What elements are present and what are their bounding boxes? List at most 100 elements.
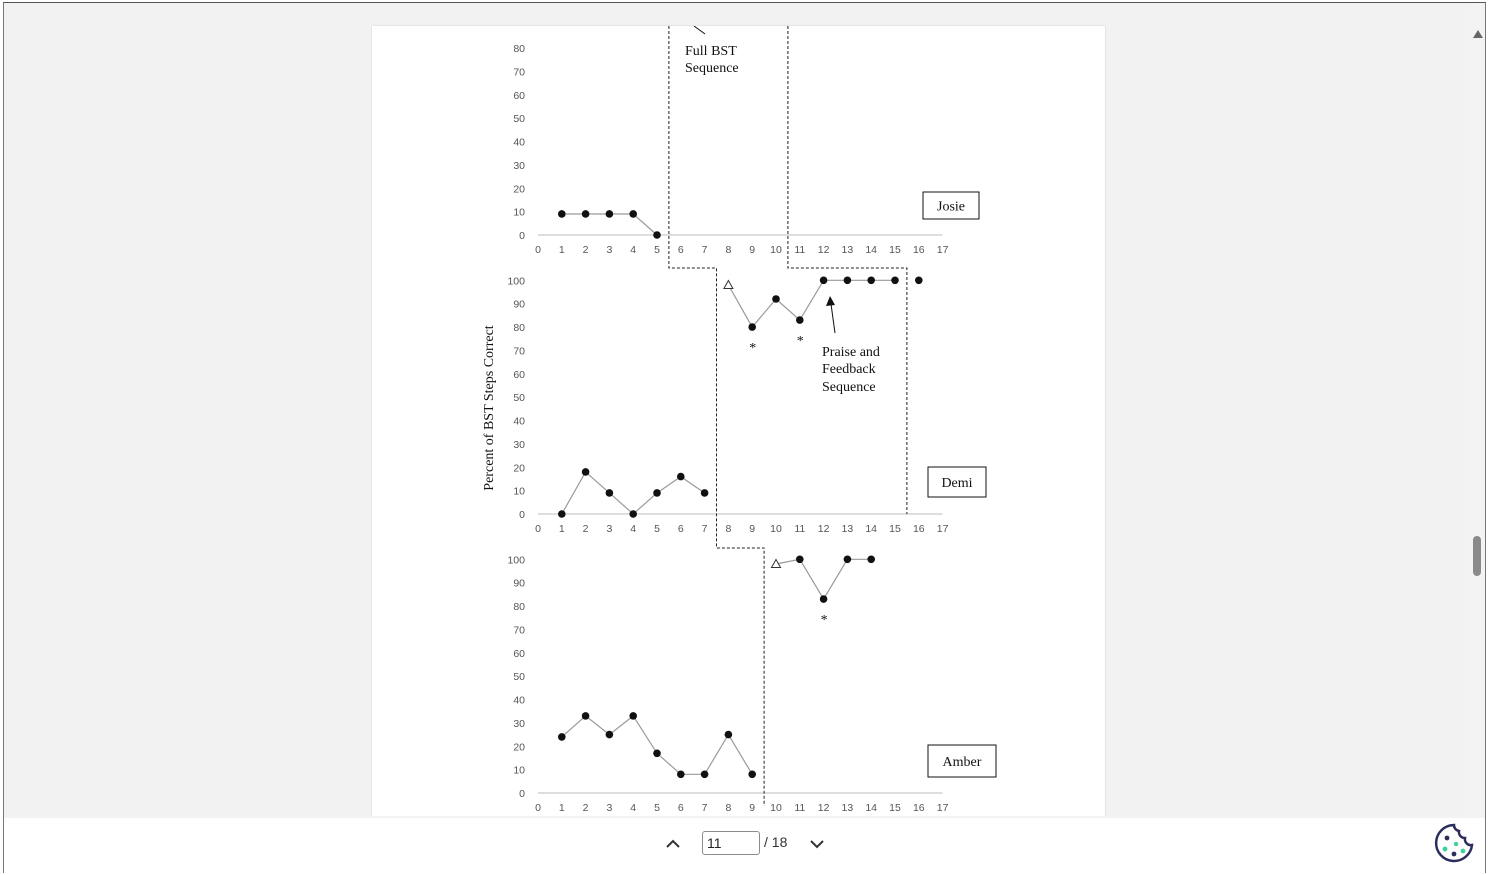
participant-label-box	[927, 466, 987, 498]
x-tick-label: 6	[678, 244, 684, 256]
x-tick-label: 0	[535, 244, 541, 256]
data-point	[581, 210, 590, 218]
x-tick-label: 14	[865, 802, 877, 814]
full-bst-arrow-stub	[693, 25, 706, 35]
full-bst-label-line2: Sequence	[685, 61, 739, 76]
x-tick-label: 2	[583, 244, 589, 256]
data-point	[915, 276, 923, 285]
data-point	[605, 489, 614, 497]
x-tick-label: 7	[702, 244, 708, 256]
x-tick-label: 1	[559, 802, 565, 814]
x-tick-label: 7	[702, 802, 708, 814]
data-point	[629, 712, 637, 720]
asterisk-annotation: *	[821, 613, 828, 628]
x-tick-label: 12	[818, 523, 830, 535]
scroll-up-arrow-icon[interactable]	[1473, 30, 1483, 38]
x-tick-label: 5	[654, 523, 660, 535]
previous-page-button[interactable]	[661, 832, 685, 856]
annotations: Full BST Sequence Praise and Feedback Se…	[482, 25, 880, 491]
y-tick-label: 70	[513, 66, 525, 78]
y-tick-label: 50	[513, 113, 525, 125]
x-tick-label: 10	[770, 802, 782, 814]
x-tick-label: 16	[913, 523, 925, 535]
y-tick-label: 20	[513, 462, 525, 474]
next-page-button[interactable]	[805, 832, 829, 856]
page-number-input[interactable]	[702, 831, 760, 855]
y-tick-label: 10	[513, 207, 525, 219]
data-point	[867, 276, 875, 285]
x-tick-label: 2	[583, 802, 589, 814]
x-tick-label: 15	[889, 244, 901, 256]
y-tick-label: 50	[513, 392, 525, 404]
x-tick-label: 13	[842, 523, 854, 535]
series-line-intervention	[727, 279, 895, 329]
data-point	[653, 489, 661, 497]
cookie-settings-button[interactable]	[1432, 821, 1476, 865]
vertical-scrollbar[interactable]	[1470, 26, 1486, 816]
asterisk-annotation: *	[797, 334, 804, 349]
y-tick-label: 10	[513, 765, 525, 777]
x-tick-label: 3	[606, 802, 612, 814]
data-point	[629, 210, 637, 218]
data-point	[605, 210, 614, 218]
x-tick-label: 16	[913, 802, 925, 814]
y-tick-label: 40	[513, 137, 525, 149]
data-point	[558, 210, 566, 218]
x-tick-label: 6	[678, 802, 684, 814]
x-tick-label: 1	[559, 244, 565, 256]
y-tick-label: 20	[513, 741, 525, 753]
page-total-label: / 18	[764, 834, 788, 850]
data-point	[891, 276, 899, 285]
data-point	[629, 510, 637, 518]
praise-feedback-label-line1: Praise and	[822, 345, 880, 360]
data-point-triangle	[723, 279, 734, 289]
y-tick-label: 0	[519, 230, 525, 242]
y-tick-label: 60	[513, 90, 525, 102]
data-point	[558, 510, 566, 518]
data-point	[772, 295, 780, 303]
data-point	[843, 276, 852, 285]
y-tick-label: 100	[507, 554, 525, 566]
participant-label: Demi	[941, 476, 972, 491]
x-tick-label: 12	[818, 802, 830, 814]
data-point	[748, 323, 756, 331]
x-tick-label: 0	[535, 523, 541, 535]
cookie-icon	[1434, 823, 1474, 863]
data-point	[653, 749, 661, 758]
asterisk-annotation: *	[749, 341, 756, 356]
data-point	[700, 770, 709, 779]
participant-label-box	[927, 744, 997, 778]
y-axis-title: Percent of BST Steps Correct	[482, 325, 497, 490]
x-tick-label: 6	[678, 523, 684, 535]
y-tick-label: 80	[513, 322, 525, 334]
x-tick-label: 16	[913, 244, 925, 256]
series-line-baseline	[561, 714, 753, 775]
y-tick-label: 50	[513, 671, 525, 683]
y-tick-label: 0	[519, 509, 525, 521]
data-point	[796, 555, 804, 564]
page-navigation-toolbar: / 18	[4, 818, 1485, 873]
x-tick-label: 14	[865, 523, 877, 535]
participant-label: Josie	[937, 200, 965, 215]
x-tick-label: 9	[749, 802, 755, 814]
scroll-thumb[interactable]	[1473, 536, 1481, 576]
praise-feedback-label-line3: Sequence	[822, 380, 876, 395]
data-point	[677, 472, 685, 481]
y-tick-label: 80	[513, 43, 525, 55]
y-tick-label: 80	[513, 601, 525, 613]
y-tick-label: 10	[513, 486, 525, 498]
x-tick-label: 4	[630, 244, 636, 256]
data-point	[605, 730, 614, 739]
chevron-up-icon	[666, 839, 680, 848]
x-tick-label: 4	[630, 802, 636, 814]
x-tick-label: 8	[725, 802, 731, 814]
x-tick-label: 13	[842, 802, 854, 814]
data-point	[819, 276, 828, 285]
x-tick-label: 9	[749, 244, 755, 256]
x-tick-label: 10	[770, 244, 782, 256]
